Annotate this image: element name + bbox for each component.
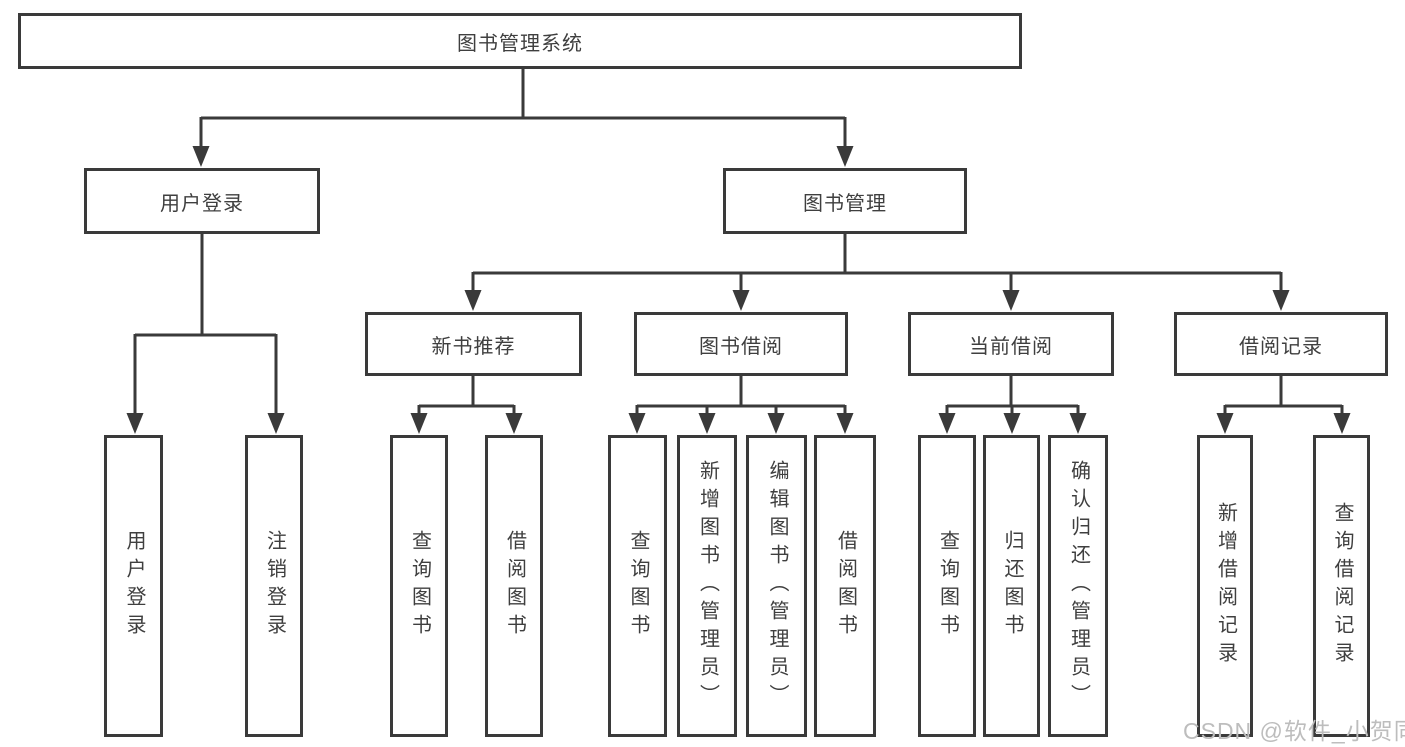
- node-user-login: 用户登录: [84, 168, 320, 234]
- leaf-edit-books-admin: 编辑图书（管理员）: [746, 435, 807, 737]
- leaf-borrow-books: 借阅图书: [814, 435, 876, 737]
- node-label: 借阅记录: [1239, 335, 1323, 358]
- node-current-borrowing: 当前借阅: [908, 312, 1114, 376]
- node-label: 编辑图书（管理员）: [766, 460, 788, 712]
- arrowhead-down: [1002, 290, 1020, 311]
- node-label: 确认归还（管理员）: [1067, 460, 1090, 712]
- arrowhead-down: [192, 146, 210, 167]
- arrowhead-down: [698, 413, 716, 434]
- leaf-user-login: 用户登录: [104, 435, 163, 737]
- node-label: 新书推荐: [431, 335, 516, 358]
- node-book-management: 图书管理: [723, 168, 967, 234]
- arrowhead-down: [732, 290, 750, 311]
- leaf-add-borrow-record: 新增借阅记录: [1197, 435, 1253, 737]
- arrowhead-down: [464, 290, 482, 311]
- arrowhead-down: [1069, 413, 1087, 434]
- node-label: 当前借阅: [969, 335, 1053, 358]
- arrowhead-down: [126, 413, 144, 434]
- node-book-borrowing: 图书借阅: [634, 312, 848, 376]
- arrowhead-down: [505, 413, 523, 434]
- arrowhead-down: [1333, 413, 1351, 434]
- arrowhead-down: [410, 413, 428, 434]
- csdn-watermark: CSDN @软件_小贺同学: [1183, 718, 1405, 744]
- leaf-query-books-borrow: 查询图书: [608, 435, 667, 737]
- arrowhead-down: [836, 413, 854, 434]
- node-label: 借阅图书: [834, 530, 857, 642]
- arrowhead-down: [1272, 290, 1290, 311]
- node-label: 注销登录: [263, 530, 286, 642]
- leaf-logout: 注销登录: [245, 435, 303, 737]
- node-label: 借阅图书: [503, 530, 526, 642]
- node-label: 图书管理: [803, 192, 887, 215]
- node-label: 用户登录: [123, 530, 145, 642]
- leaf-add-books-admin: 新增图书（管理员）: [677, 435, 737, 737]
- leaf-query-borrow-record: 查询借阅记录: [1313, 435, 1370, 737]
- leaf-borrow-books-recommend: 借阅图书: [485, 435, 543, 737]
- arrowheads: [126, 146, 1351, 434]
- node-new-book-recommend: 新书推荐: [365, 312, 582, 376]
- node-label: 新增借阅记录: [1214, 502, 1237, 670]
- arrowhead-down: [1216, 413, 1234, 434]
- node-label: 新增图书（管理员）: [696, 460, 719, 712]
- arrowhead-down: [628, 413, 646, 434]
- arrowhead-down: [267, 413, 285, 434]
- leaf-return-books: 归还图书: [983, 435, 1040, 737]
- node-label: 查询图书: [408, 530, 431, 642]
- node-label: 查询图书: [627, 530, 649, 642]
- leaf-confirm-return-admin: 确认归还（管理员）: [1048, 435, 1108, 737]
- node-label: 归还图书: [1001, 530, 1023, 642]
- arrowhead-down: [767, 413, 785, 434]
- node-label: 图书管理系统: [457, 32, 583, 55]
- leaf-query-books-current: 查询图书: [918, 435, 976, 737]
- arrowhead-down: [938, 413, 956, 434]
- node-label: 查询借阅记录: [1331, 502, 1353, 670]
- node-borrowing-records: 借阅记录: [1174, 312, 1388, 376]
- leaf-query-books-recommend: 查询图书: [390, 435, 448, 737]
- node-label: 查询图书: [936, 530, 959, 642]
- arrowhead-down: [1003, 413, 1021, 434]
- node-label: 图书借阅: [699, 335, 783, 358]
- node-library-management-system: 图书管理系统: [18, 13, 1022, 69]
- arrowhead-down: [836, 146, 854, 167]
- node-label: 用户登录: [160, 192, 244, 215]
